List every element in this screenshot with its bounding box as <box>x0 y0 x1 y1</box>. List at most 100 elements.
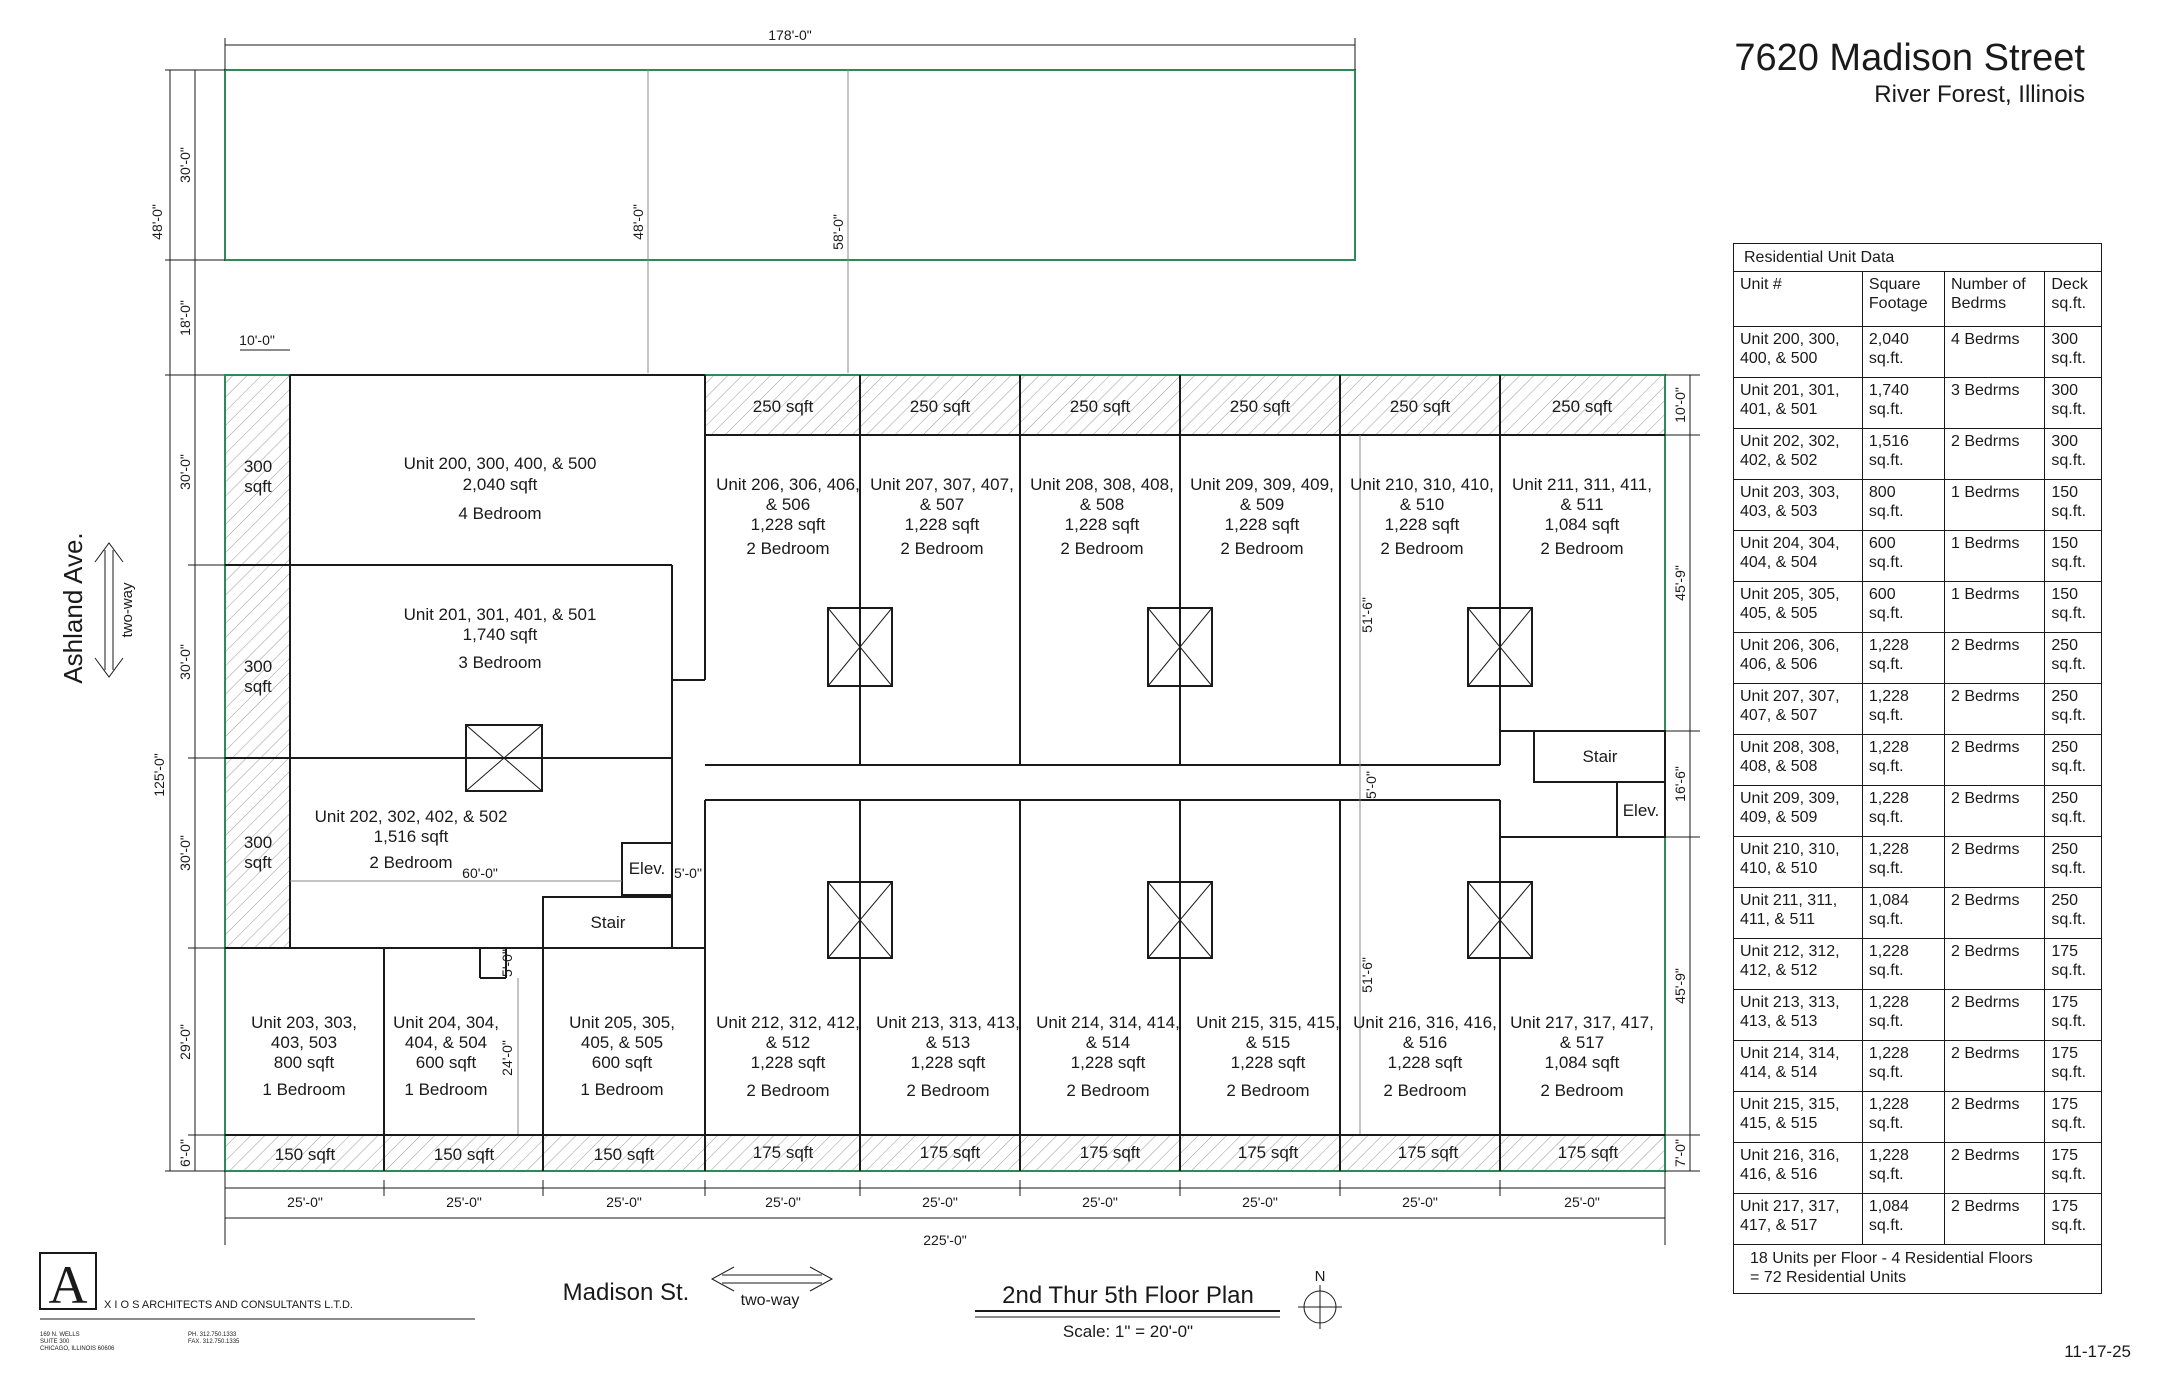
unit-label-north-207: Unit 207, 307, 407, & 507 1,228 sqft 2 B… <box>870 475 1014 558</box>
north-label: N <box>1315 1268 1326 1285</box>
dim-west-total: 125'-0" <box>151 753 167 796</box>
table-cell-line: 2 Bedrms <box>1950 637 2020 654</box>
svg-text:Unit 204, 304,: Unit 204, 304, <box>393 1013 499 1032</box>
north-deck: 250 sqft <box>1390 397 1451 416</box>
table-cell-line: 250 <box>2051 688 2079 705</box>
table-cell-line: 1,228 <box>1868 637 1909 654</box>
dim-bay: 25'-0" <box>765 1194 801 1210</box>
table-cell-line: sq.ft. <box>1868 962 1904 979</box>
architect-logo-letter: A <box>49 1255 88 1315</box>
south-deck: 175 sqft <box>1238 1143 1299 1162</box>
table-cell: 1 Bedrms <box>1943 530 2046 582</box>
unit-label-204: Unit 204, 304, 404, & 504 600 sqft 1 Bed… <box>393 1013 499 1099</box>
table-cell-line: sq.ft. <box>1868 401 1904 418</box>
dim-bay: 25'-0" <box>1082 1194 1118 1210</box>
table-cell-line: 1 Bedrms <box>1950 484 2020 501</box>
table-cell-line: sq.ft. <box>2051 350 2087 367</box>
svg-text:Unit 217, 317, 417,: Unit 217, 317, 417, <box>1510 1013 1654 1032</box>
architect-logo-icon <box>39 1252 97 1310</box>
elevator-east-label: Elev. <box>1623 801 1660 820</box>
svg-text:1,228 sqft: 1,228 sqft <box>1385 515 1460 534</box>
svg-text:1,084 sqft: 1,084 sqft <box>1545 515 1620 534</box>
table-cell-line: 150 <box>2051 586 2079 603</box>
table-cell-line: 1,228 <box>1868 943 1909 960</box>
svg-text:1,740 sqft: 1,740 sqft <box>463 625 538 644</box>
unit-label-south-212: Unit 212, 312, 412, & 512 1,228 sqft 2 B… <box>716 1013 860 1100</box>
table-cell: 2 Bedrms <box>1943 887 2046 939</box>
table-cell-line: 175 <box>2051 943 2079 960</box>
table-cell: 2 Bedrms <box>1943 989 2046 1041</box>
svg-text:800 sqft: 800 sqft <box>274 1053 335 1072</box>
dim-mid-b: 58'-0" <box>830 214 846 250</box>
table-cell-line: 400, & 500 <box>1740 350 1818 367</box>
north-arrow-icon <box>1298 1285 1342 1329</box>
table-cell: 2 Bedrms <box>1943 1142 2046 1194</box>
architect-name: X I O S ARCHITECTS AND CONSULTANTS L.T.D… <box>104 1299 353 1311</box>
svg-text:1,516 sqft: 1,516 sqft <box>374 827 449 846</box>
table-cell-line: 409, & 509 <box>1740 809 1818 826</box>
table-cell: Unit 211, 311,411, & 511 <box>1733 887 1863 939</box>
unit-label-north-209: Unit 209, 309, 409, & 509 1,228 sqft 2 B… <box>1190 475 1334 558</box>
table-cell-line: 2 Bedrms <box>1950 892 2020 909</box>
table-cell-line: 414, & 514 <box>1740 1064 1818 1081</box>
upper-site-area <box>224 69 1356 261</box>
table-cell-line: sq.ft. <box>2051 1064 2087 1081</box>
table-cell: Unit 201, 301,401, & 501 <box>1733 377 1863 429</box>
table-cell-line: Unit 200, 300, <box>1740 331 1840 348</box>
west-decks: 300 sqft 300 sqft 300 sqft <box>244 457 272 872</box>
table-cell-line: sq.ft. <box>1868 605 1904 622</box>
table-cell-line: 1 Bedrms <box>1950 535 2020 552</box>
svg-text:2 Bedroom: 2 Bedroom <box>1060 539 1143 558</box>
table-cell-line: 175 <box>2051 1045 2079 1062</box>
west-deck-2: 300 <box>244 657 272 676</box>
table-cell-line: sq.ft. <box>1868 350 1904 367</box>
table-cell-line: sq.ft. <box>2051 1166 2087 1183</box>
table-cell-line: sq.ft. <box>1868 860 1904 877</box>
svg-text:Unit 203, 303,: Unit 203, 303, <box>251 1013 357 1032</box>
unit-label-west-1: Unit 200, 300, 400, & 500 2,040 sqft 4 B… <box>404 454 597 523</box>
table-cell-line: 300 <box>2051 382 2079 399</box>
svg-text:& 513: & 513 <box>926 1033 970 1052</box>
north-deck: 250 sqft <box>753 397 814 416</box>
table-cell-line: 408, & 508 <box>1740 758 1818 775</box>
table-cell: Unit 209, 309,409, & 509 <box>1733 785 1863 837</box>
table-cell: Unit 210, 310,410, & 510 <box>1733 836 1863 888</box>
table-cell: 2 Bedrms <box>1943 1091 2046 1143</box>
table-cell: Unit 204, 304,404, & 504 <box>1733 530 1863 582</box>
dim-west-1: 30'-0" <box>177 454 193 490</box>
table-cell: Unit 217, 317,417, & 517 <box>1733 1193 1863 1245</box>
table-cell-line: sq.ft. <box>1868 503 1904 520</box>
table-cell-line: sq.ft. <box>2051 707 2087 724</box>
table-cell: 2 Bedrms <box>1943 734 2046 786</box>
table-cell-line: sq.ft. <box>2051 1217 2087 1234</box>
elevator-west <box>621 842 673 896</box>
bay-dimensions: 25'-0" 25'-0" 25'-0" 25'-0" 25'-0" 25'-0… <box>287 1194 1600 1210</box>
table-cell-line: 402, & 502 <box>1740 452 1818 469</box>
table-cell-line: 4 Bedrms <box>1950 331 2020 348</box>
project-city: River Forest, Illinois <box>1874 81 2085 108</box>
south-deck: 175 sqft <box>1558 1143 1619 1162</box>
table-cell: Unit 213, 313,413, & 513 <box>1733 989 1863 1041</box>
